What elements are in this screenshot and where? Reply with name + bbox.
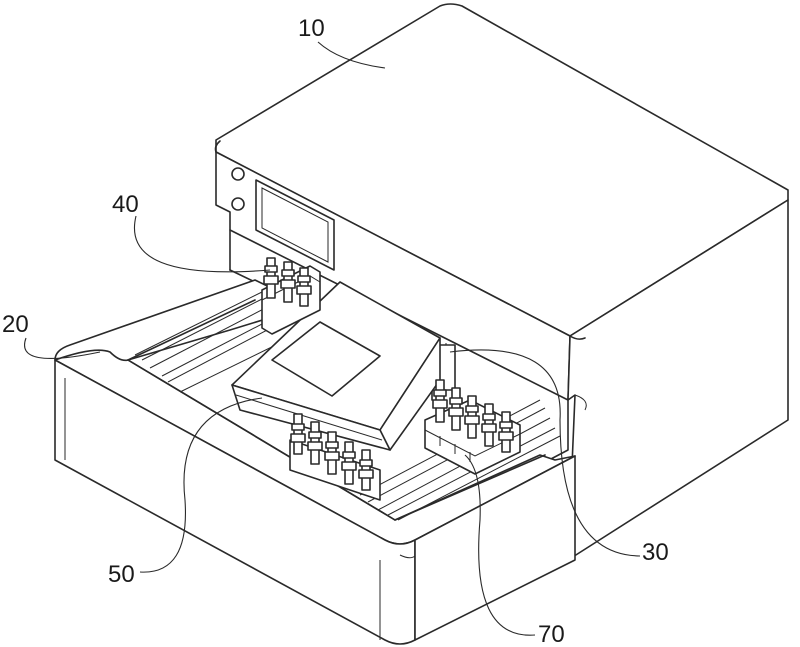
carriage <box>231 281 441 451</box>
carriage-panel <box>271 321 381 397</box>
label-20: 20 <box>2 311 29 338</box>
label-30: 30 <box>642 539 669 566</box>
clamp-pin <box>432 379 448 423</box>
knob-icon[interactable] <box>231 167 245 181</box>
clamp-group-right <box>424 379 521 475</box>
clamp-pin <box>307 421 323 465</box>
clamp-pin <box>481 403 497 447</box>
label-50: 50 <box>108 561 135 588</box>
main-housing <box>214 3 789 561</box>
reference-labels: 10 40 20 50 30 70 <box>2 15 669 647</box>
leader-40 <box>134 215 271 273</box>
label-40: 40 <box>112 191 139 218</box>
display-screen <box>255 179 335 271</box>
clamp-group-bottom <box>289 413 381 501</box>
leader-lines <box>24 41 641 636</box>
clamp-group-left <box>261 257 321 335</box>
clamp-pin <box>324 431 340 475</box>
knob-icon[interactable] <box>231 197 245 211</box>
clamp-pin <box>498 411 514 453</box>
clamp-pin <box>296 267 312 307</box>
leader-20 <box>24 337 101 360</box>
clamp-pin <box>280 261 296 303</box>
clamp-pin <box>358 449 374 491</box>
label-10: 10 <box>298 15 325 42</box>
clamp-pin <box>341 441 357 485</box>
leader-10 <box>317 41 386 69</box>
label-70: 70 <box>538 621 565 647</box>
leader-70 <box>464 454 536 636</box>
leader-30 <box>449 349 641 557</box>
front-tray <box>54 279 576 645</box>
clamp-pin <box>464 395 480 439</box>
leader-50 <box>139 397 263 573</box>
clamp-pin <box>448 387 464 431</box>
clamp-pin <box>263 257 279 299</box>
clamp-pin <box>290 413 306 455</box>
